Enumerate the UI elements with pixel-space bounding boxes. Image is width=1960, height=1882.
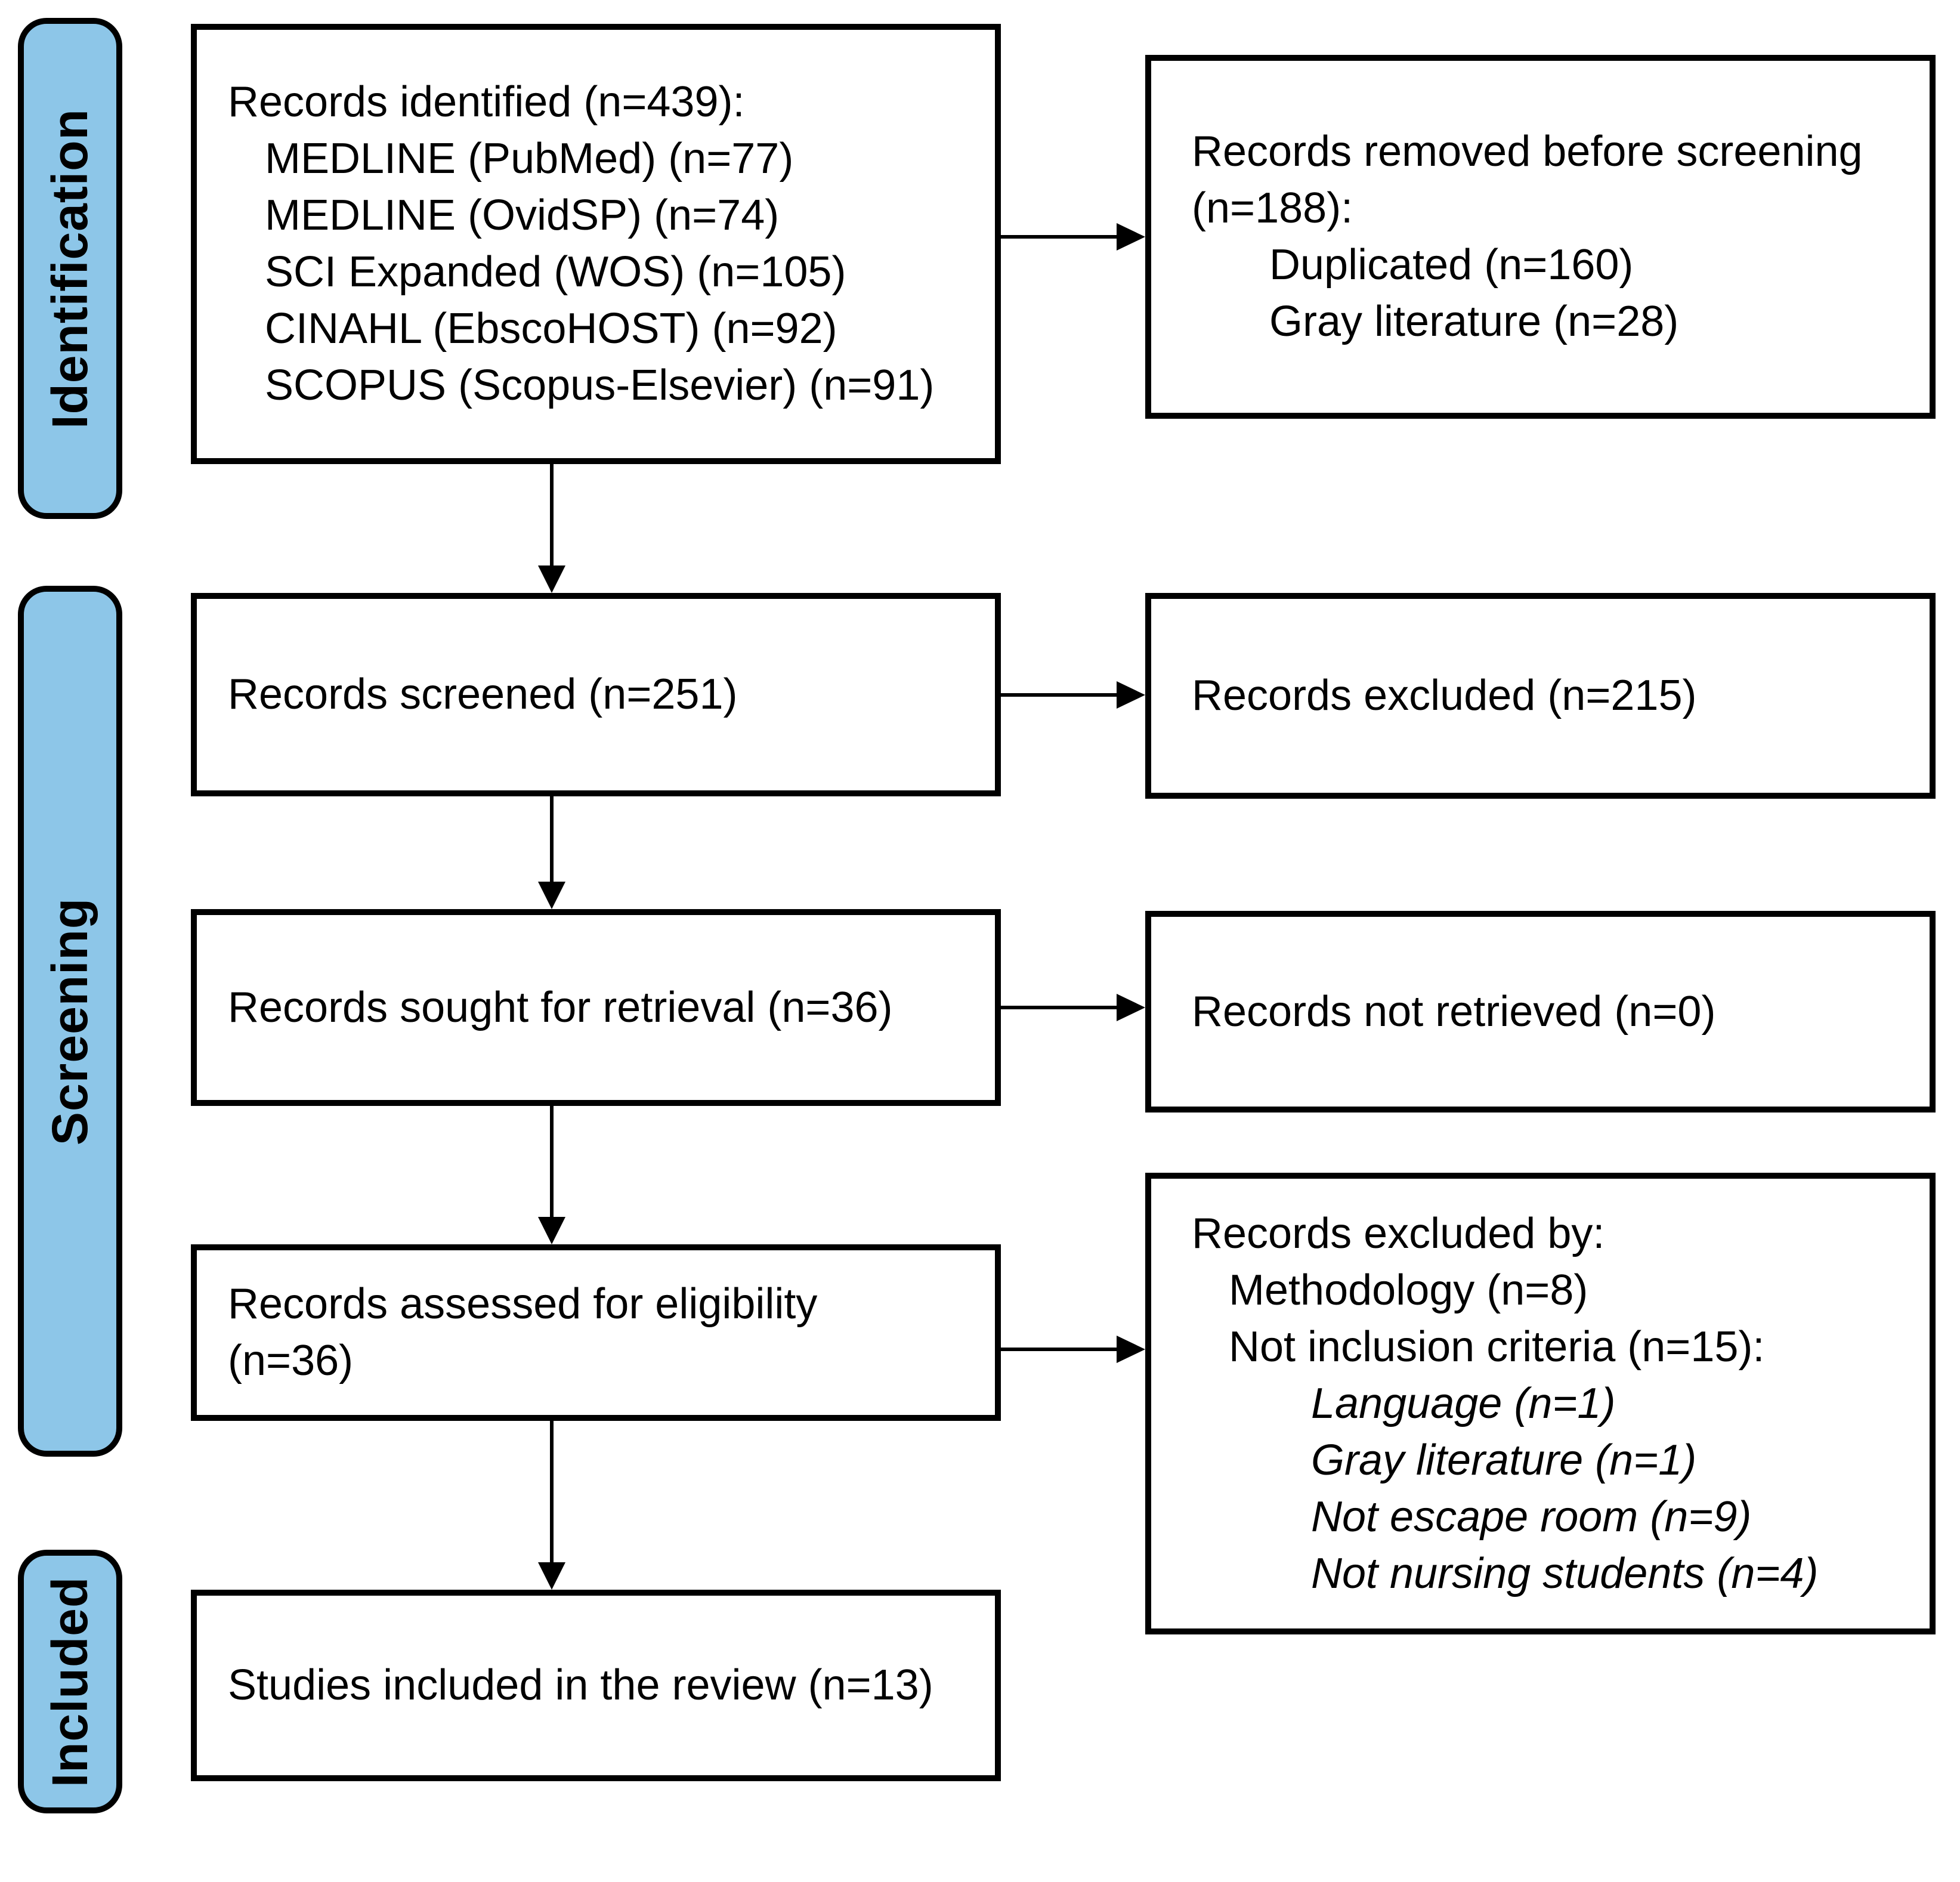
stage-bar-identification: Identification [18,18,122,519]
box-records-not-retrieved: Records not retrieved (n=0) [1145,911,1936,1112]
records-not-retrieved-text: Records not retrieved (n=0) [1192,987,1716,1036]
box-records-identified: Records identified (n=439): MEDLINE (Pub… [191,24,1001,464]
records-identified-source: MEDLINE (OvidSP) (n=74) [265,191,780,239]
arrowhead-down-icon [538,1562,565,1590]
arrow-screened-to-sought [538,796,565,909]
arrow-screened-to-excluded [1001,681,1145,709]
arrowhead-right-icon [1117,681,1145,709]
arrowhead-right-icon [1117,994,1145,1021]
arrow-shaft [1001,1348,1119,1351]
stage-label-included: Included [42,1576,98,1787]
arrow-sought-to-not-retrieved [1001,994,1145,1021]
stage-bar-screening: Screening [18,586,122,1457]
records-identified-source: SCOPUS (Scopus-Elsevier) (n=91) [265,361,935,409]
box-records-excluded: Records excluded (n=215) [1145,593,1936,799]
records-identified-source: CINAHL (EbscoHOST) (n=92) [265,305,837,353]
arrowhead-down-icon [538,565,565,593]
excluded-by-reason: Not inclusion criteria (n=15): [1229,1322,1765,1371]
stage-label-identification: Identification [42,108,98,429]
records-removed-item: Duplicated (n=160) [1269,241,1634,289]
studies-included-text: Studies included in the review (n=13) [228,1661,933,1709]
excluded-by-criteria-detail: Language (n=1) [1311,1379,1616,1427]
box-records-assessed-for-eligibility: Records assessed for eligibility (n=36) [191,1244,1001,1421]
box-records-excluded-by: Records excluded by: Methodology (n=8) N… [1145,1173,1936,1634]
records-identified-title: Records identified (n=439): [228,78,745,126]
records-excluded-text: Records excluded (n=215) [1192,672,1697,719]
arrow-shaft [550,464,554,567]
records-assessed-line: (n=36) [228,1337,354,1385]
arrow-assessed-to-excluded-by [1001,1336,1145,1363]
records-sought-text: Records sought for retrieval (n=36) [228,983,893,1031]
records-excluded-by-title: Records excluded by: [1192,1209,1605,1257]
records-identified-source: MEDLINE (PubMed) (n=77) [265,135,794,183]
box-records-screened: Records screened (n=251) [191,593,1001,796]
arrow-identified-to-removed [1001,223,1145,251]
arrow-shaft [550,1421,554,1563]
stage-bar-included: Included [18,1550,122,1813]
arrowhead-right-icon [1117,1336,1145,1363]
stage-label-screening: Screening [42,897,98,1145]
arrow-identified-to-screened [538,464,565,593]
excluded-by-criteria-detail: Gray literature (n=1) [1311,1436,1697,1484]
arrow-shaft [550,1106,554,1218]
records-removed-title-line: (n=188): [1192,184,1353,232]
arrowhead-right-icon [1117,223,1145,251]
records-removed-item: Gray literature (n=28) [1269,298,1679,345]
excluded-by-criteria-detail: Not escape room (n=9) [1311,1492,1752,1541]
arrowhead-down-icon [538,882,565,909]
records-screened-text: Records screened (n=251) [228,670,738,718]
excluded-by-reason: Methodology (n=8) [1229,1266,1588,1314]
box-records-removed-before-screening: Records removed before screening (n=188)… [1145,55,1936,419]
arrow-shaft [1001,1006,1119,1009]
arrow-shaft [1001,693,1119,697]
arrowhead-down-icon [538,1217,565,1244]
records-identified-source: SCI Expanded (WOS) (n=105) [265,248,846,296]
box-records-sought-for-retrieval: Records sought for retrieval (n=36) [191,909,1001,1106]
records-assessed-line: Records assessed for eligibility [228,1280,818,1328]
records-removed-title-line: Records removed before screening [1192,128,1863,175]
arrow-shaft [550,796,554,883]
box-studies-included-in-review: Studies included in the review (n=13) [191,1590,1001,1781]
arrow-sought-to-assessed [538,1106,565,1244]
excluded-by-criteria-detail: Not nursing students (n=4) [1311,1549,1819,1597]
arrow-assessed-to-included [538,1421,565,1590]
arrow-shaft [1001,235,1119,239]
